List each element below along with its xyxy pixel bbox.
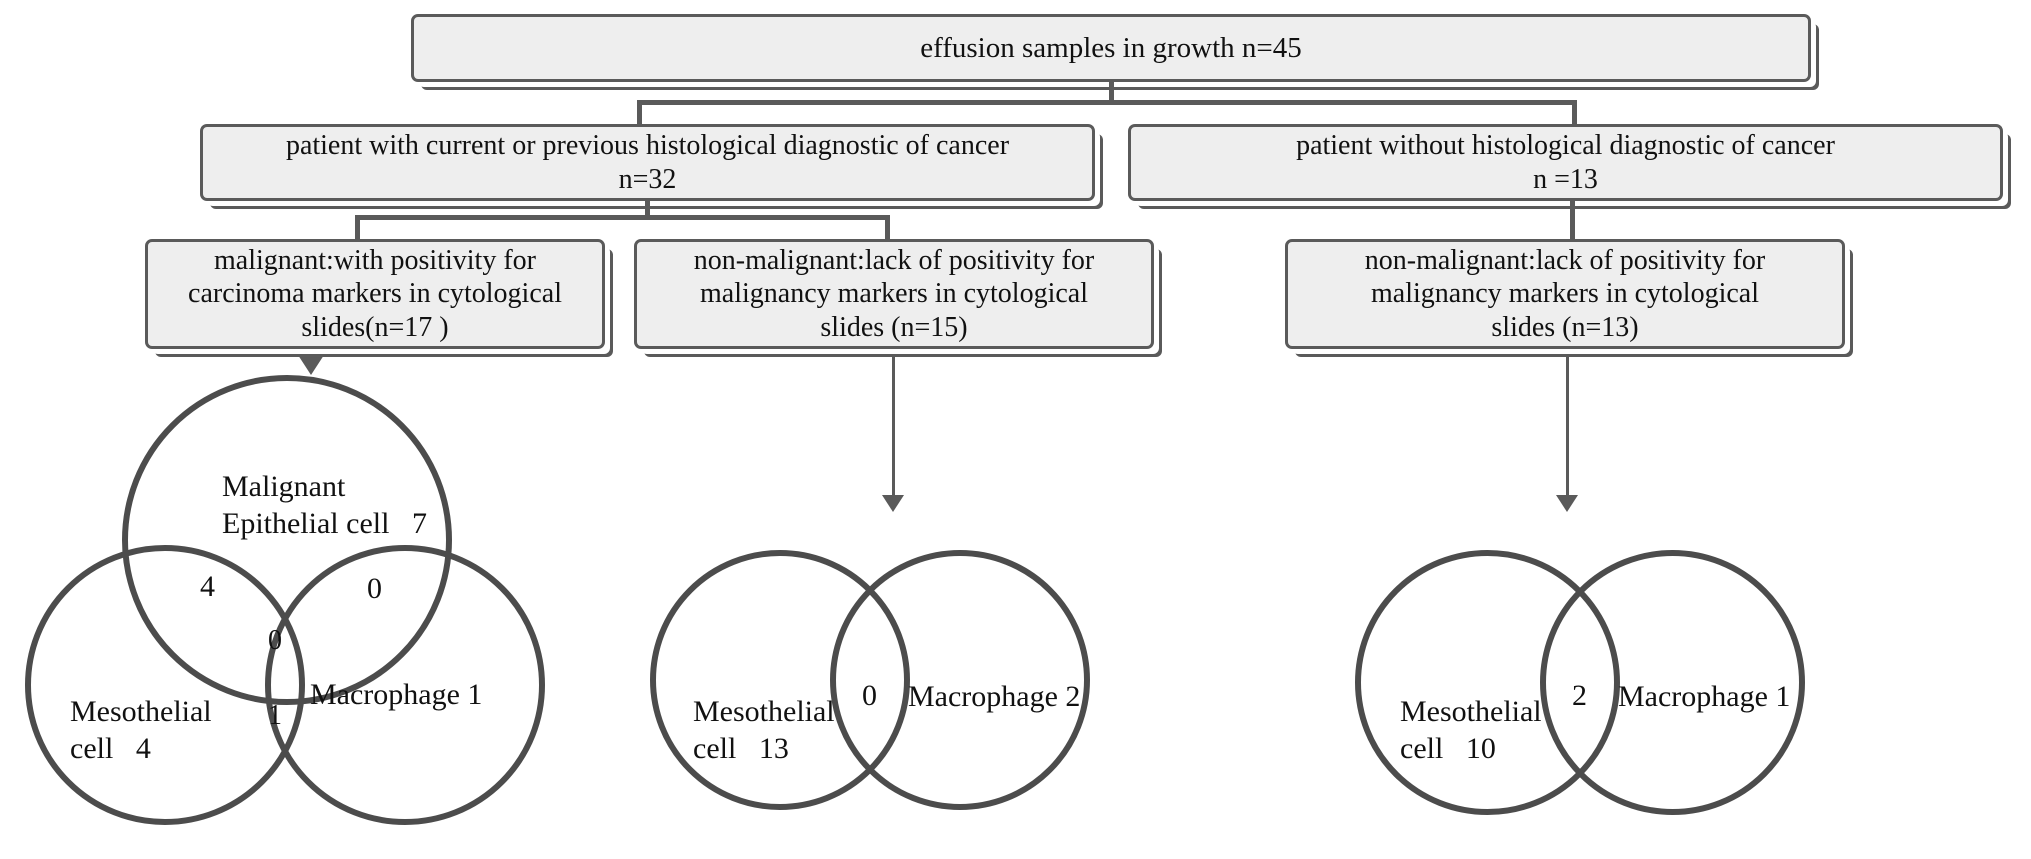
venn1-right-label: Macrophage 1 [310, 678, 483, 711]
venn2-left-label: Mesothelial cell 13 [693, 694, 835, 766]
connector-row3-left-down [355, 215, 360, 239]
connector-left-branch-down [645, 201, 650, 219]
connector-right-branch-down [1570, 201, 1575, 239]
connector-row3-horizontal [355, 215, 890, 220]
connector-root-down [1109, 82, 1114, 104]
venn1-center-overlap: 0 [268, 625, 282, 656]
connector-row2-right-down [1572, 100, 1577, 124]
connector-row2-horizontal [637, 100, 1577, 105]
box-nonmalignant-right: non-malignant:lack of positivity for mal… [1285, 239, 1845, 349]
box-patient-without-diagnosis: patient without histological diagnostic … [1128, 124, 2003, 201]
box-nonmalignant-right-text: non-malignant:lack of positivity for mal… [1364, 245, 1766, 343]
venn1-top-label: Malignant Epithelial cell 7 [222, 469, 427, 541]
box-malignant: malignant:with positivity for carcinoma … [145, 239, 605, 349]
venn2-circle-macrophage [830, 550, 1090, 810]
box-malignant-text: malignant:with positivity for carcinoma … [188, 245, 562, 343]
venn1-top-right-overlap: 0 [367, 572, 382, 605]
venn1-top-left-overlap: 4 [200, 570, 215, 603]
venn1-left-label: Mesothelial cell 4 [70, 694, 212, 766]
venn1-circle-macrophage [265, 545, 545, 825]
venn2-overlap: 0 [862, 679, 877, 712]
box-nonmalignant-left-text: non-malignant:lack of positivity for mal… [693, 245, 1095, 343]
venn3-circle-macrophage [1540, 550, 1805, 815]
venn3-right-label: Macrophage 1 [1618, 680, 1791, 713]
box-effusion-samples: effusion samples in growth n=45 [411, 14, 1811, 82]
venn1-bottom-overlap: 1 [268, 700, 282, 731]
box-patient-with-diagnosis-text: patient with current or previous histolo… [285, 130, 1010, 195]
connector-row3-mid-down [885, 215, 890, 239]
box-patient-with-diagnosis: patient with current or previous histolo… [200, 124, 1095, 201]
arrow-malignant-to-venn1 [298, 355, 324, 375]
connector-row2-left-down [637, 100, 642, 124]
box-nonmalignant-left: non-malignant:lack of positivity for mal… [634, 239, 1154, 349]
box-effusion-samples-text: effusion samples in growth n=45 [920, 31, 1302, 64]
venn2-right-label: Macrophage 2 [908, 680, 1081, 713]
box-patient-without-diagnosis-text: patient without histological diagnostic … [1296, 130, 1835, 195]
venn3-left-label: Mesothelial cell 10 [1400, 694, 1542, 766]
venn3-overlap: 2 [1572, 679, 1587, 712]
